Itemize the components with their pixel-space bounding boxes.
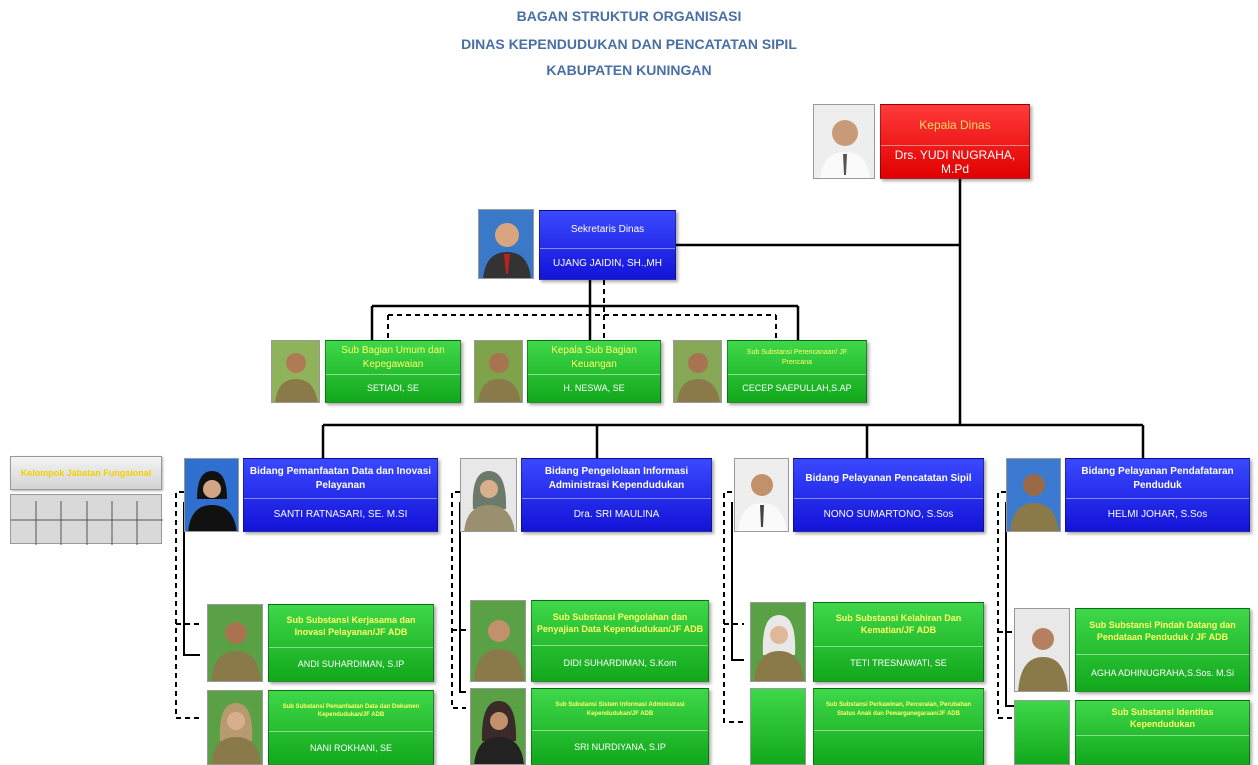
person-avatar-icon xyxy=(461,459,516,531)
subbag-umum-name: SETIADI, SE xyxy=(326,374,460,402)
sub-4-box: Sub Substansi Sistem Informasi Administr… xyxy=(531,688,709,765)
subbag-perencanaan-position: Sub Substansi Perencanaan/ JF Prencana xyxy=(746,349,848,366)
sub-2-box: Sub Substansi Pemanfaatan Data dan Dokum… xyxy=(268,690,434,765)
grid-lines xyxy=(11,501,163,545)
person-avatar-icon xyxy=(208,605,262,681)
sub-8-photo-placeholder xyxy=(1014,700,1070,765)
sub-6-name xyxy=(814,730,983,764)
title-line-1: BAGAN STRUKTUR ORGANISASI xyxy=(516,8,742,24)
person-avatar-icon xyxy=(735,459,788,531)
person-avatar-icon xyxy=(475,341,522,402)
bidang-4-position: Bidang Pelayanan Pendafataran Penduduk xyxy=(1081,466,1234,491)
sub-1-position: Sub Substansi Kerjasama dan Inovasi Pela… xyxy=(286,614,416,637)
sub-5-box: Sub Substansi Kelahiran Dan Kematian/JF … xyxy=(813,602,984,682)
bidang-2-box: Bidang Pengelolaan Informasi Administras… xyxy=(521,458,712,532)
bidang-2-position: Bidang Pengelolaan Informasi Administras… xyxy=(544,466,689,491)
sub-6-photo-placeholder xyxy=(750,688,806,765)
subbag-keuangan-box: Kepala Sub Bagian Keuangan H. NESWA, SE xyxy=(527,340,661,403)
sub-8-box: Sub Substansi Identitas Kependudukan xyxy=(1075,700,1250,765)
person-avatar-icon xyxy=(185,459,238,531)
title-line-3: KABUPATEN KUNINGAN xyxy=(546,62,712,78)
jabatan-fungsional-grid xyxy=(10,494,163,545)
sub-8-position: Sub Substansi Identitas Kependudukan xyxy=(1111,707,1214,730)
sub-3-box: Sub Substansi Pengolahan dan Penyajian D… xyxy=(531,600,709,682)
sub-1-box: Sub Substansi Kerjasama dan Inovasi Pela… xyxy=(268,604,434,682)
bidang-4-name: HELMI JOHAR, S.Sos xyxy=(1066,498,1249,531)
subbag-umum-position: Sub Bagian Umum dan Kepegawaian xyxy=(341,345,445,370)
title-line-2: DINAS KEPENDUDUKAN DAN PENCATATAN SIPIL xyxy=(461,36,797,52)
sub-4-photo xyxy=(470,688,526,765)
sub-3-photo xyxy=(470,600,526,682)
sekretaris-photo xyxy=(478,209,534,279)
sekretaris-name: UJANG JAIDIN, SH.,MH xyxy=(540,248,675,279)
bidang-2-name: Dra. SRI MAULINA xyxy=(522,498,711,531)
person-avatar-icon xyxy=(751,603,805,681)
sekretaris-box: Sekretaris Dinas UJANG JAIDIN, SH.,MH xyxy=(539,210,676,280)
sekretaris-position: Sekretaris Dinas xyxy=(570,223,645,235)
person-avatar-icon xyxy=(674,341,721,402)
subbag-perencanaan-box: Sub Substansi Perencanaan/ JF Prencana C… xyxy=(727,340,867,403)
jabatan-fungsional-label: Kelompok Jabatan Fungsional xyxy=(10,456,162,490)
sub-7-photo xyxy=(1014,608,1070,692)
subbag-perencanaan-name: CECEP SAEPULLAH,S.AP xyxy=(728,374,866,402)
bidang-3-position: Bidang Pelayanan Pencatatan Sipil xyxy=(805,472,972,484)
sub-3-name: DIDI SUHARDIMAN, S.Kom xyxy=(532,644,708,681)
subbag-keuangan-photo xyxy=(474,340,523,403)
sub-7-name: AGHA ADHINUGRAHA,S.Sos. M.Si xyxy=(1076,653,1249,691)
sub-8-name xyxy=(1076,735,1249,764)
bidang-1-name: SANTI RATNASARI, SE. M.SI xyxy=(244,498,437,531)
bidang-1-box: Bidang Pemanfaatan Data dan Inovasi Pela… xyxy=(243,458,438,532)
person-avatar-icon xyxy=(1015,609,1069,691)
jabatan-fungsional-group: Kelompok Jabatan Fungsional xyxy=(10,456,163,545)
sub-2-name: NANI ROKHANI, SE xyxy=(269,730,433,764)
sub-5-photo xyxy=(750,602,806,682)
sub-7-box: Sub Substansi Pindah Datang dan Pendataa… xyxy=(1075,608,1250,692)
sub-5-position: Sub Substansi Kelahiran Dan Kematian/JF … xyxy=(835,613,962,636)
person-avatar-icon xyxy=(1007,459,1060,531)
bidang-4-photo xyxy=(1006,458,1061,532)
bidang-3-photo xyxy=(734,458,789,532)
sub-6-box: Sub Substansi Perkawinan, Perceraian, Pe… xyxy=(813,688,984,765)
subbag-perencanaan-photo xyxy=(673,340,722,403)
sub-1-name: ANDI SUHARDIMAN, S.IP xyxy=(269,646,433,681)
bidang-1-photo xyxy=(184,458,239,532)
sub-1-photo xyxy=(207,604,263,682)
bidang-4-box: Bidang Pelayanan Pendafataran Penduduk H… xyxy=(1065,458,1250,532)
kepala-dinas-box: Kepala Dinas Drs. YUDI NUGRAHA, M.Pd xyxy=(880,104,1030,179)
kepala-dinas-position: Kepala Dinas xyxy=(919,117,991,132)
bidang-3-name: NONO SUMARTONO, S.Sos xyxy=(794,498,983,531)
subbag-umum-photo xyxy=(271,340,320,403)
bidang-1-position: Bidang Pemanfaatan Data dan Inovasi Pela… xyxy=(249,466,432,491)
person-avatar-icon xyxy=(814,105,874,178)
subbag-umum-box: Sub Bagian Umum dan Kepegawaian SETIADI,… xyxy=(325,340,461,403)
kepala-dinas-name: Drs. YUDI NUGRAHA, M.Pd xyxy=(881,144,1029,178)
sub-5-name: TETI TRESNAWATI, SE xyxy=(814,645,983,681)
person-avatar-icon xyxy=(471,689,525,764)
sub-7-position: Sub Substansi Pindah Datang dan Pendataa… xyxy=(1089,620,1236,643)
bidang-2-photo xyxy=(460,458,517,532)
sub-4-position: Sub Substansi Sistem Informasi Administr… xyxy=(555,702,685,717)
subbag-keuangan-position: Kepala Sub Bagian Keuangan xyxy=(551,345,637,370)
kepala-dinas-photo xyxy=(813,104,875,179)
person-avatar-icon xyxy=(272,341,319,402)
bidang-3-box: Bidang Pelayanan Pencatatan Sipil NONO S… xyxy=(793,458,984,532)
sub-4-name: SRI NURDIYANA, S.IP xyxy=(532,730,708,764)
sub-2-position: Sub Substansi Pemanfaatan Data dan Dokum… xyxy=(282,703,420,718)
sub-2-photo xyxy=(207,690,263,765)
sub-6-position: Sub Substansi Perkawinan, Perceraian, Pe… xyxy=(825,702,972,717)
sub-3-position: Sub Substansi Pengolahan dan Penyajian D… xyxy=(536,611,704,634)
person-avatar-icon xyxy=(208,691,262,764)
person-avatar-icon xyxy=(479,210,533,278)
subbag-keuangan-name: H. NESWA, SE xyxy=(528,374,660,402)
person-avatar-icon xyxy=(471,601,525,681)
